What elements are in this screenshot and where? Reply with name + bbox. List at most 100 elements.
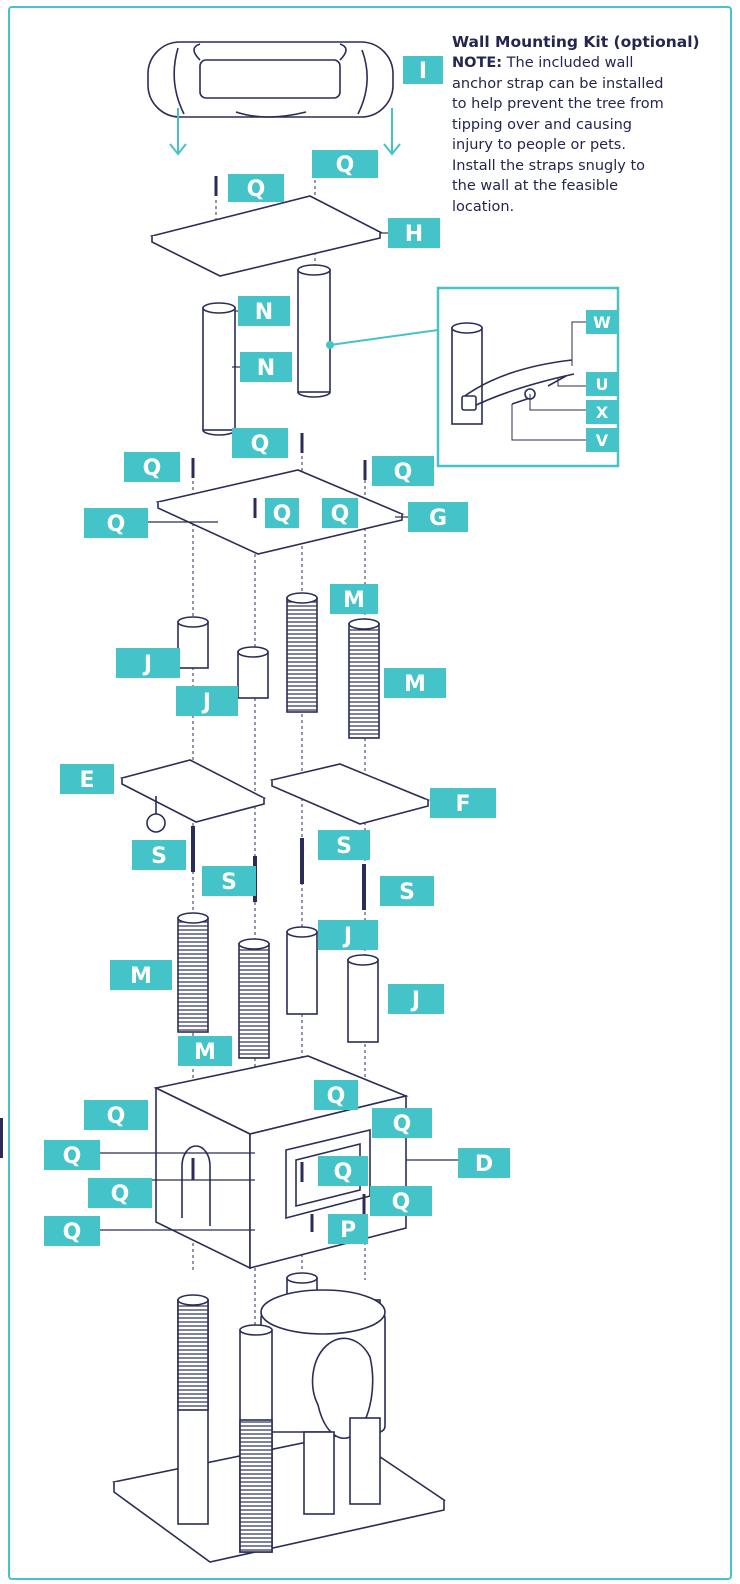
part-label-box: [318, 1156, 368, 1186]
part-label-f-18: F: [430, 788, 496, 818]
part-label-j-16: J: [176, 686, 238, 716]
part-label-h-3: H: [388, 218, 440, 248]
note-prefix: NOTE:: [452, 55, 503, 71]
post-N-left: [202, 302, 236, 436]
part-label-text: Q: [336, 153, 355, 178]
part-label-n-4: N: [238, 296, 290, 326]
part-label-text: U: [596, 375, 609, 394]
part-label-text: E: [79, 768, 94, 793]
part-label-box: [430, 788, 496, 818]
hanging-toy: [146, 813, 166, 833]
left-edge-marker: [0, 1118, 3, 1158]
part-label-box: [586, 310, 618, 334]
note-heading: Wall Mounting Kit (optional): [452, 33, 700, 51]
part-label-box: [372, 1108, 432, 1138]
part-label-text: S: [221, 870, 237, 895]
part-label-text: H: [405, 222, 423, 247]
cushion-bed-I: [147, 41, 394, 118]
part-label-q-1: Q: [312, 150, 378, 178]
screws-Q: [191, 152, 367, 1232]
part-label-text: V: [596, 431, 609, 450]
sisal-post-M-upper-2: [348, 623, 380, 739]
part-label-text: M: [343, 588, 365, 613]
part-label-box: [330, 584, 378, 614]
part-label-v-40: V: [586, 428, 618, 452]
part-label-text: Q: [63, 1220, 82, 1245]
part-label-j-25: J: [388, 984, 444, 1014]
part-label-text: J: [410, 988, 420, 1013]
part-label-q-36: Q: [44, 1216, 100, 1246]
part-label-q-27: Q: [314, 1080, 358, 1110]
part-label-s-20: S: [318, 830, 370, 860]
part-label-n-5: N: [240, 352, 292, 382]
part-label-s-22: S: [380, 876, 434, 906]
part-label-text: Q: [63, 1144, 82, 1169]
part-label-m-24: M: [110, 960, 172, 990]
part-label-box: [388, 984, 444, 1014]
part-label-box: [586, 428, 618, 452]
post-N-right: [297, 264, 331, 398]
part-label-text: D: [475, 1152, 493, 1177]
part-label-text: Q: [334, 1160, 353, 1185]
part-label-box: [176, 686, 238, 716]
part-label-e-17: E: [60, 764, 114, 794]
part-label-text: Q: [392, 1190, 411, 1215]
part-label-text: Q: [107, 1104, 126, 1129]
note-text: The included wall anchor strap can be in…: [452, 55, 664, 215]
part-label-text: I: [419, 59, 427, 84]
part-label-q-12: Q: [84, 508, 148, 538]
part-label-box: [384, 668, 446, 698]
part-label-box: [84, 1100, 148, 1130]
part-label-box: [240, 352, 292, 382]
post-J-lower-right: [347, 954, 379, 1043]
part-label-box: [228, 174, 284, 202]
part-label-q-28: Q: [84, 1100, 148, 1130]
part-label-j-23: J: [318, 920, 378, 950]
part-label-q-32: Q: [318, 1156, 368, 1186]
part-label-m-26: M: [178, 1036, 232, 1066]
sisal-post-M-lower-2: [238, 943, 270, 1059]
part-label-w-37: W: [586, 310, 618, 334]
part-label-q-8: Q: [372, 456, 434, 486]
post-J-lower-left: [286, 926, 318, 1015]
part-label-box: [84, 508, 148, 538]
part-label-box: [318, 920, 378, 950]
part-label-m-13: M: [330, 584, 378, 614]
part-label-box: [380, 876, 434, 906]
part-label-text: P: [340, 1218, 356, 1243]
part-label-text: Q: [251, 432, 270, 457]
part-label-q-2: Q: [228, 174, 284, 202]
part-label-q-34: Q: [370, 1186, 432, 1216]
part-label-text: J: [201, 690, 211, 715]
part-label-box: [265, 498, 299, 528]
part-label-text: N: [257, 356, 275, 381]
part-label-box: [370, 1186, 432, 1216]
part-label-text: J: [342, 924, 352, 949]
part-label-i-0: I: [403, 56, 443, 84]
part-label-text: M: [194, 1040, 216, 1065]
part-label-q-33: Q: [88, 1178, 152, 1208]
part-label-text: N: [255, 300, 273, 325]
part-label-text: Q: [327, 1084, 346, 1109]
part-label-box: [328, 1214, 368, 1244]
part-label-box: [110, 960, 172, 990]
part-label-q-29: Q: [372, 1108, 432, 1138]
base-assembly: [112, 1272, 446, 1563]
part-label-text: Q: [111, 1182, 130, 1207]
part-label-box: [403, 56, 443, 84]
part-label-text: Q: [394, 460, 413, 485]
part-label-box: [388, 218, 440, 248]
part-label-text: Q: [331, 502, 350, 527]
page-frame: [8, 6, 732, 1580]
part-label-box: [88, 1178, 152, 1208]
part-label-box: [238, 296, 290, 326]
part-label-q-30: Q: [44, 1140, 100, 1170]
sisal-post-M-upper-1: [286, 597, 318, 713]
part-label-box: [60, 764, 114, 794]
part-label-box: [322, 498, 358, 528]
wall-mount-note: Wall Mounting Kit (optional) NOTE: The i…: [452, 32, 722, 217]
part-label-box: [232, 428, 288, 458]
post-J-upper-left: [177, 616, 209, 669]
